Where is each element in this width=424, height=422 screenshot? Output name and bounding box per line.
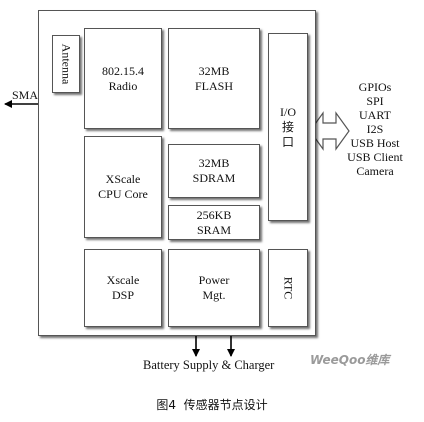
sram-label-1: 256KB	[196, 207, 232, 222]
radio-block: 802.15.4 Radio	[84, 28, 162, 129]
interface-uart: UART	[359, 108, 391, 122]
antenna-block: Antenna	[52, 35, 80, 93]
sdram-label-2: SDRAM	[192, 171, 236, 185]
interface-i2s: I2S	[366, 122, 384, 136]
interface-spi: SPI	[366, 94, 384, 108]
interface-usb-host: USB Host	[350, 136, 400, 150]
dsp-block: Xscale DSP	[84, 249, 162, 327]
watermark: WeeQoo维库	[310, 353, 390, 367]
power-label-1: Power	[198, 273, 230, 287]
sram-label-2: SRAM	[196, 222, 231, 237]
power-label-2: Mgt.	[202, 288, 226, 302]
sdram-block: 32MB SDRAM	[168, 144, 260, 198]
rtc-block: RTC	[268, 249, 308, 327]
antenna-label: Antenna	[59, 43, 74, 85]
flash-label-2: FLASH	[194, 78, 233, 93]
battery-label: Battery Supply & Charger	[143, 358, 275, 372]
figure-caption: 图4 传感器节点设计	[156, 398, 268, 412]
flash-label-1: 32MB	[198, 63, 230, 78]
power-block: Power Mgt.	[168, 249, 260, 327]
sma-label: SMA	[12, 88, 39, 102]
cpu-label-2: CPU Core	[98, 187, 148, 201]
cpu-block: XScale CPU Core	[84, 136, 162, 238]
io-bus-arrow	[309, 111, 350, 151]
radio-label-1: 802.15.4	[102, 63, 144, 78]
io-label-2: 接	[281, 119, 294, 134]
radio-label-2: Radio	[108, 78, 138, 93]
dsp-label-1: Xscale	[106, 273, 140, 287]
interface-gpios: GPIOs	[358, 80, 392, 94]
io-label-1: I/O	[280, 104, 296, 119]
interface-list: GPIOs SPI UART I2S USB Host USB Client C…	[330, 80, 420, 178]
flash-block: 32MB FLASH	[168, 28, 260, 129]
io-label-3: 口	[281, 134, 294, 149]
cpu-label-1: XScale	[105, 172, 141, 186]
sram-block: 256KB SRAM	[168, 205, 260, 240]
io-block: I/O 接 口	[268, 33, 308, 221]
interface-usb-client: USB Client	[347, 150, 403, 164]
dsp-label-2: DSP	[111, 288, 134, 302]
interface-camera: Camera	[356, 164, 394, 178]
sdram-label-1: 32MB	[198, 156, 230, 170]
rtc-label: RTC	[281, 276, 296, 300]
